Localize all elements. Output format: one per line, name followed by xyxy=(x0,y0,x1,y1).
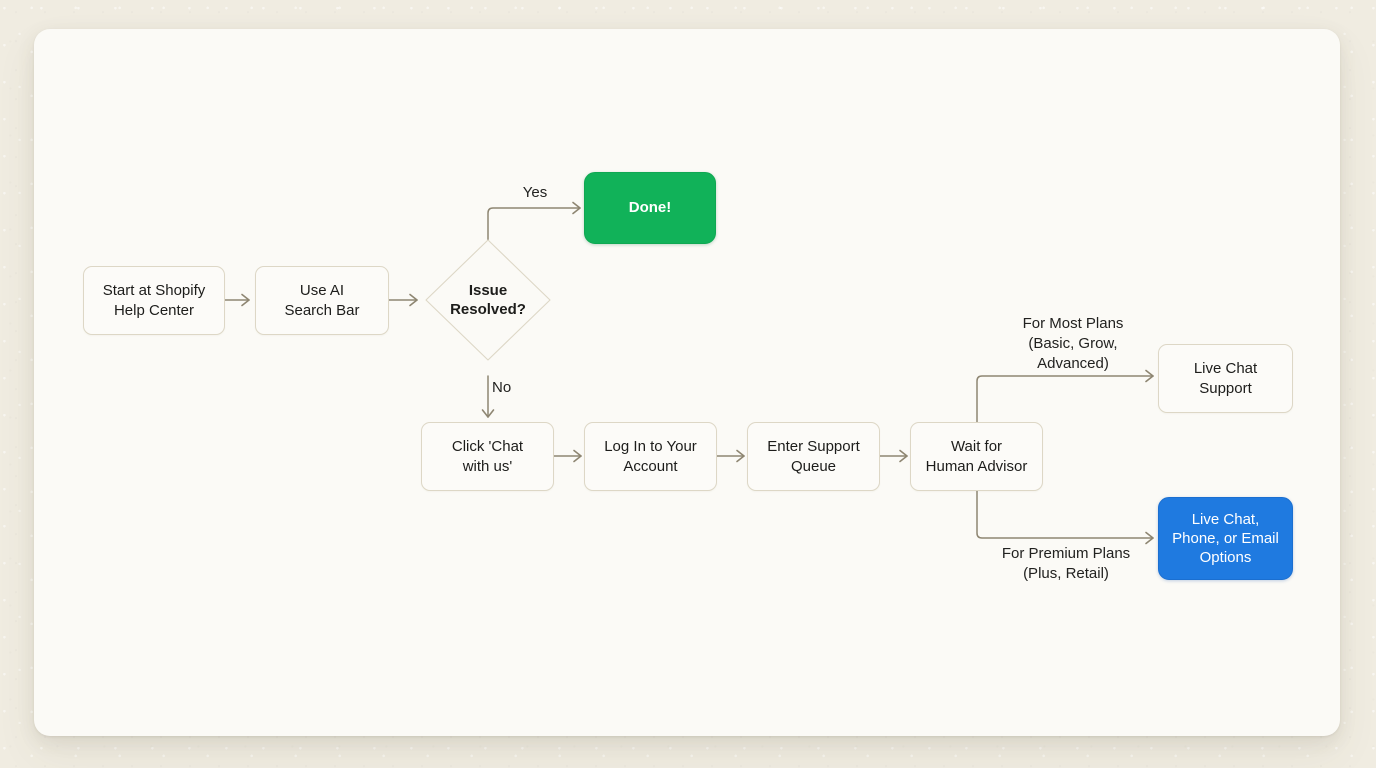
node-ai-search[interactable]: Use AI Search Bar xyxy=(255,266,389,335)
diagram-card xyxy=(34,29,1340,736)
node-premium-options[interactable]: Live Chat, Phone, or Email Options xyxy=(1158,497,1293,580)
edge-label-yes: Yes xyxy=(522,184,548,201)
node-live-chat-support[interactable]: Live Chat Support xyxy=(1158,344,1293,413)
node-enter-support-queue[interactable]: Enter Support Queue xyxy=(747,422,880,491)
node-wait-for-human-advisor[interactable]: Wait for Human Advisor xyxy=(910,422,1043,491)
edge-label-premium-plans: For Premium Plans (Plus, Retail) xyxy=(1001,545,1131,582)
edge-label-most-plans: For Most Plans (Basic, Grow, Advanced) xyxy=(1022,315,1124,372)
node-decision-label: Issue Resolved? xyxy=(450,281,526,319)
node-log-in[interactable]: Log In to Your Account xyxy=(584,422,717,491)
node-done[interactable]: Done! xyxy=(584,172,716,244)
node-decision-issue-resolved[interactable]: Issue Resolved? xyxy=(422,236,554,364)
node-click-chat-with-us[interactable]: Click 'Chat with us' xyxy=(421,422,554,491)
node-start[interactable]: Start at Shopify Help Center xyxy=(83,266,225,335)
decision-diamond-shape xyxy=(425,239,551,361)
edge-label-no: No xyxy=(492,379,512,396)
